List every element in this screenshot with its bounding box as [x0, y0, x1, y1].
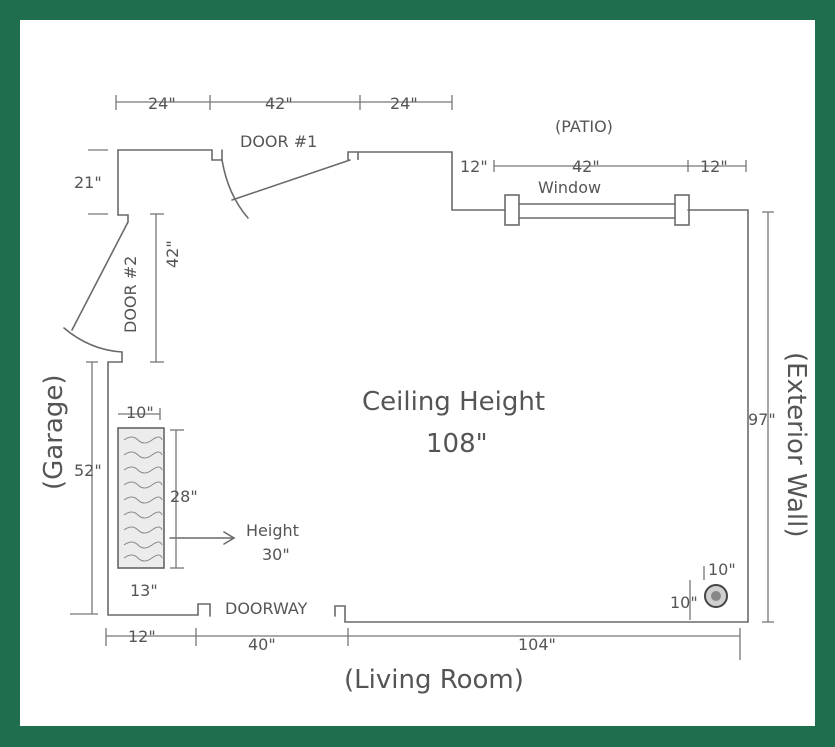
- wall-top-right: [687, 209, 749, 623]
- heater-height-value: 30": [262, 545, 290, 564]
- door2-label: DOOR #2: [121, 256, 140, 333]
- dim-patio-42: 42": [572, 157, 600, 176]
- ceiling-height-label: Ceiling Height: [362, 387, 545, 417]
- exterior-wall-label: (Exterior Wall): [781, 352, 811, 538]
- doorway-label: DOORWAY: [225, 599, 308, 618]
- dim-top-right: 24": [390, 94, 418, 113]
- dimension-lines: [70, 95, 774, 660]
- walls: [107, 149, 749, 623]
- wall-bottom-right: [334, 605, 749, 623]
- dim-heater-13: 13": [130, 581, 158, 600]
- heater: [117, 427, 236, 569]
- dim-corner-10-left: 10": [670, 593, 698, 612]
- dim-heater-28: 28": [170, 487, 198, 506]
- heater-height-label: Height: [246, 521, 299, 540]
- living-room-label: (Living Room): [344, 665, 524, 695]
- paper-sheet: [20, 20, 815, 726]
- dim-bottom-40: 40": [248, 635, 276, 654]
- dim-patio-left-12: 12": [460, 157, 488, 176]
- dim-left-21: 21": [74, 173, 102, 192]
- door-1: [221, 159, 351, 219]
- dim-top-left: 24": [148, 94, 176, 113]
- dim-heater-10: 10": [126, 403, 154, 422]
- door1-label: DOOR #1: [240, 132, 317, 151]
- garage-label: (Garage): [39, 375, 69, 491]
- corner-pipe: [704, 584, 728, 608]
- ceiling-height-value: 108": [426, 429, 488, 459]
- door-2: [63, 221, 129, 353]
- window-label: Window: [538, 178, 601, 197]
- dim-bottom-12: 12": [128, 627, 156, 646]
- dim-bottom-104: 104": [518, 635, 556, 654]
- patio-label: (PATIO): [555, 117, 613, 136]
- dim-door2-42: 42": [163, 240, 182, 268]
- wall-top-left: [117, 149, 223, 216]
- dim-patio-right-12: 12": [700, 157, 728, 176]
- dim-right-97: 97": [748, 410, 776, 429]
- dim-top-mid: 42": [265, 94, 293, 113]
- dim-corner-10-right: 10": [708, 560, 736, 579]
- wall-bottom-left: [107, 351, 211, 617]
- dim-left-52: 52": [74, 461, 102, 480]
- wall-top-mid: [347, 151, 506, 211]
- wall-left-upper: [117, 214, 129, 223]
- window: [504, 194, 690, 226]
